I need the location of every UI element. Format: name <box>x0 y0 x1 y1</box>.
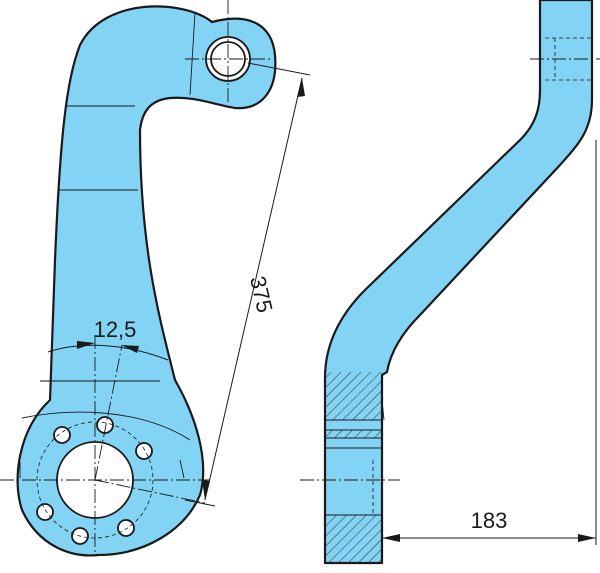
bolt-hole <box>96 416 114 434</box>
dimension-center-distance: 375 <box>184 62 311 507</box>
arm-edge-line <box>189 12 196 96</box>
section-hatch-mid <box>326 430 381 438</box>
front-view <box>0 0 277 557</box>
boss-edge-line <box>21 411 191 441</box>
dimension-arrow <box>202 480 210 500</box>
section-hatch-bottom <box>326 515 381 563</box>
dimension-value-183: 183 <box>471 508 508 533</box>
extension-line <box>247 62 311 76</box>
bolt-hole <box>53 426 71 444</box>
extension-line <box>184 499 216 507</box>
hub-notch <box>381 399 385 421</box>
side-view <box>300 0 600 565</box>
hub-extension-line <box>94 479 206 504</box>
section-hatch-top <box>326 372 381 420</box>
side-profile-body <box>323 0 594 565</box>
bolt-hole <box>135 442 153 460</box>
bolt-circle <box>36 421 154 539</box>
bolt-hole <box>36 503 54 521</box>
dimension-value-angle: 12,5 <box>94 317 137 342</box>
hub-angled-centerline <box>94 344 123 481</box>
dimension-offset: 183 <box>381 140 597 545</box>
angle-arc <box>47 344 169 361</box>
dimension-line <box>204 77 303 501</box>
dimension-angle: 12,5 <box>47 317 169 361</box>
boss-notch-line <box>179 459 185 479</box>
angle-arrow <box>121 345 139 353</box>
dimension-value-375: 375 <box>245 274 278 315</box>
lever-arm-body <box>16 5 277 557</box>
bolt-hole <box>117 519 135 537</box>
dimension-arrow <box>382 534 400 542</box>
dimension-arrow <box>297 78 305 97</box>
angle-arrow <box>77 341 95 349</box>
dimension-arrow <box>578 534 596 542</box>
